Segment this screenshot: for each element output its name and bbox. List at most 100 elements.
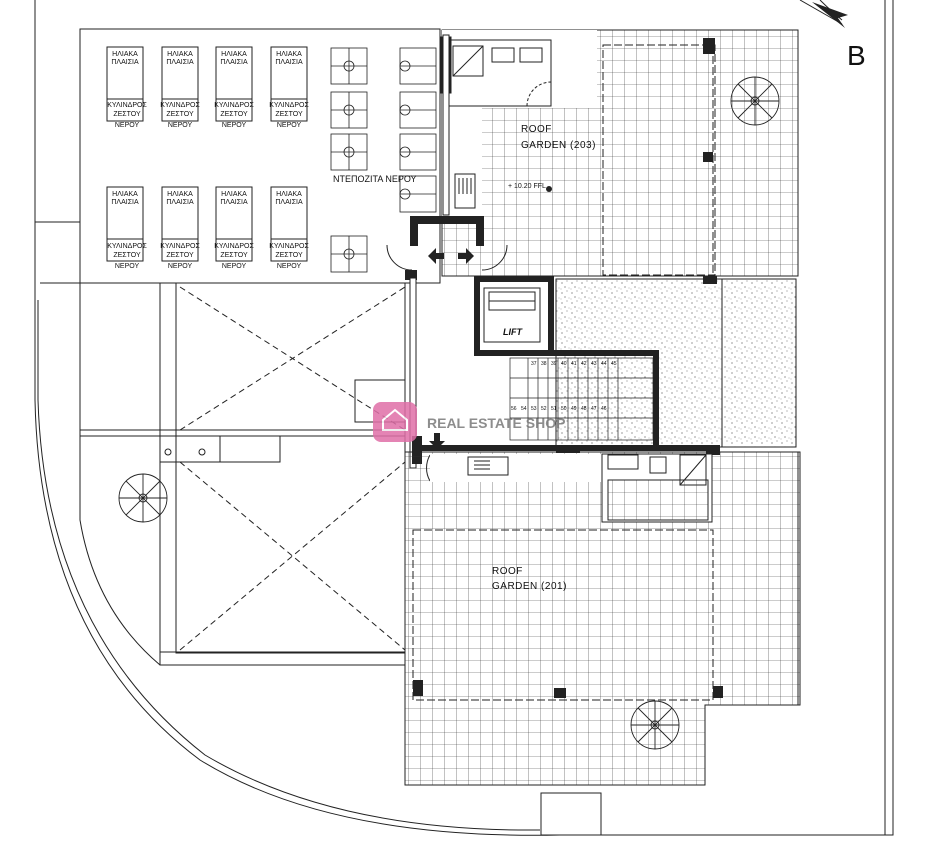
level-marker-icon xyxy=(546,186,552,192)
svg-text:ΗΛΙΑΚΑ: ΗΛΙΑΚΑ xyxy=(112,191,138,198)
svg-text:ΠΛΑΙΣΙΑ: ΠΛΑΙΣΙΑ xyxy=(111,199,139,206)
svg-text:ΚΥΛΙΝΔΡΟΣ: ΚΥΛΙΝΔΡΟΣ xyxy=(107,102,147,109)
svg-text:ΗΛΙΑΚΑ: ΗΛΙΑΚΑ xyxy=(167,191,193,198)
svg-text:49: 49 xyxy=(571,406,577,412)
svg-text:ΖΕΣΤΟΥ: ΖΕΣΤΟΥ xyxy=(113,252,141,259)
svg-text:ΠΛΑΙΣΙΑ: ΠΛΑΙΣΙΑ xyxy=(220,199,248,206)
svg-text:ΝΕΡΟΥ: ΝΕΡΟΥ xyxy=(115,263,140,270)
svg-text:ΗΛΙΑΚΑ: ΗΛΙΑΚΑ xyxy=(276,51,302,58)
svg-text:ΗΛΙΑΚΑ: ΗΛΙΑΚΑ xyxy=(112,51,138,58)
svg-text:ΝΕΡΟΥ: ΝΕΡΟΥ xyxy=(222,122,247,129)
svg-text:ΗΛΙΑΚΑ: ΗΛΙΑΚΑ xyxy=(221,191,247,198)
solar-panel: ΗΛΙΑΚΑ ΠΛΑΙΣΙΑ ΚΥΛΙΝΔΡΟΣ ΖΕΣΤΟΥ ΝΕΡΟΥ xyxy=(160,186,200,270)
roof-garden-201-line2: GARDEN (201) xyxy=(492,581,567,592)
svg-text:ΖΕΣΤΟΥ: ΖΕΣΤΟΥ xyxy=(220,252,248,259)
svg-text:50: 50 xyxy=(561,406,567,412)
wc-201 xyxy=(607,454,709,521)
svg-text:ΖΕΣΤΟΥ: ΖΕΣΤΟΥ xyxy=(275,252,303,259)
misc-outlines xyxy=(160,379,799,836)
svg-text:54: 54 xyxy=(521,406,527,412)
solar-panel: ΗΛΙΑΚΑ ΠΛΑΙΣΙΑ ΚΥΛΙΝΔΡΟΣ ΖΕΣΤΟΥ ΝΕΡΟΥ xyxy=(214,46,254,129)
lift-label: LIFT xyxy=(503,327,523,337)
svg-text:ΖΕΣΤΟΥ: ΖΕΣΤΟΥ xyxy=(113,111,141,118)
svg-text:ΝΕΡΟΥ: ΝΕΡΟΥ xyxy=(168,263,193,270)
solar-panel: ΗΛΙΑΚΑ ΠΛΑΙΣΙΑ ΚΥΛΙΝΔΡΟΣ ΖΕΣΤΟΥ ΝΕΡΟΥ xyxy=(160,46,200,129)
svg-text:ΠΛΑΙΣΙΑ: ΠΛΑΙΣΙΑ xyxy=(166,199,194,206)
svg-text:ΗΛΙΑΚΑ: ΗΛΙΑΚΑ xyxy=(167,51,193,58)
svg-text:ΝΕΡΟΥ: ΝΕΡΟΥ xyxy=(168,122,193,129)
roof-garden-203-line2: GARDEN (203) xyxy=(521,140,596,151)
water-tanks xyxy=(330,47,437,273)
svg-text:ΚΥΛΙΝΔΡΟΣ: ΚΥΛΙΝΔΡΟΣ xyxy=(269,102,309,109)
svg-text:37: 37 xyxy=(531,361,537,367)
svg-text:ΚΥΛΙΝΔΡΟΣ: ΚΥΛΙΝΔΡΟΣ xyxy=(107,243,147,250)
svg-text:ΠΛΑΙΣΙΑ: ΠΛΑΙΣΙΑ xyxy=(275,199,303,206)
solar-panel: ΗΛΙΑΚΑ ΠΛΑΙΣΙΑ ΚΥΛΙΝΔΡΟΣ ΖΕΣΤΟΥ ΝΕΡΟΥ xyxy=(269,46,309,129)
watermark-text: REAL ESTATE SHOP xyxy=(427,415,565,431)
svg-text:ΠΛΑΙΣΙΑ: ΠΛΑΙΣΙΑ xyxy=(220,59,248,66)
svg-text:52: 52 xyxy=(541,406,547,412)
svg-text:ΝΕΡΟΥ: ΝΕΡΟΥ xyxy=(277,122,302,129)
svg-text:ΝΕΡΟΥ: ΝΕΡΟΥ xyxy=(115,122,140,129)
watermark: REAL ESTATE SHOP xyxy=(373,402,565,442)
svg-text:42: 42 xyxy=(581,361,587,367)
svg-text:44: 44 xyxy=(601,361,607,367)
roof-garden-203-line1: ROOF xyxy=(521,124,552,135)
svg-text:ΠΛΑΙΣΙΑ: ΠΛΑΙΣΙΑ xyxy=(275,59,303,66)
north-arrow-icon xyxy=(799,0,848,28)
svg-text:41: 41 xyxy=(571,361,577,367)
solar-panels-row-2: ΗΛΙΑΚΑ ΠΛΑΙΣΙΑ ΚΥΛΙΝΔΡΟΣ ΖΕΣΤΟΥ ΝΕΡΟΥ ΗΛ… xyxy=(106,186,309,270)
svg-text:38: 38 xyxy=(541,361,547,367)
compass-label: B xyxy=(847,40,866,71)
svg-text:ΖΕΣΤΟΥ: ΖΕΣΤΟΥ xyxy=(220,111,248,118)
svg-text:ΝΕΡΟΥ: ΝΕΡΟΥ xyxy=(222,263,247,270)
roof-garden-201-line1: ROOF xyxy=(492,566,523,577)
svg-text:ΚΥΛΙΝΔΡΟΣ: ΚΥΛΙΝΔΡΟΣ xyxy=(160,102,200,109)
svg-text:ΚΥΛΙΝΔΡΟΣ: ΚΥΛΙΝΔΡΟΣ xyxy=(269,243,309,250)
svg-text:48: 48 xyxy=(581,406,587,412)
kitchenette xyxy=(467,456,509,476)
svg-text:ΠΛΑΙΣΙΑ: ΠΛΑΙΣΙΑ xyxy=(166,59,194,66)
svg-text:ΖΕΣΤΟΥ: ΖΕΣΤΟΥ xyxy=(166,111,194,118)
level-marker: + 10.20 FFL xyxy=(508,183,546,190)
main-staircase xyxy=(509,357,654,441)
svg-text:ΠΛΑΙΣΙΑ: ΠΛΑΙΣΙΑ xyxy=(111,59,139,66)
svg-text:45: 45 xyxy=(611,361,617,367)
gravel-terrace-inner xyxy=(555,278,723,448)
solar-panel: ΗΛΙΑΚΑ ΠΛΑΙΣΙΑ ΚΥΛΙΝΔΡΟΣ ΖΕΣΤΟΥ ΝΕΡΟΥ xyxy=(106,186,147,270)
svg-text:ΚΥΛΙΝΔΡΟΣ: ΚΥΛΙΝΔΡΟΣ xyxy=(214,102,254,109)
solar-panels-row-1: ΗΛΙΑΚΑ ΠΛΑΙΣΙΑ ΚΥΛΙΝΔΡΟΣ ΖΕΣΤΟΥ ΝΕΡΟΥ ΗΛ… xyxy=(106,46,309,129)
house-icon xyxy=(382,408,408,431)
roof-garden-201 xyxy=(404,451,801,786)
svg-text:51: 51 xyxy=(551,406,557,412)
door-arrow-icons xyxy=(428,248,474,449)
svg-text:ΚΥΛΙΝΔΡΟΣ: ΚΥΛΙΝΔΡΟΣ xyxy=(214,243,254,250)
roof-garden-203 xyxy=(441,29,799,277)
svg-text:ΚΥΛΙΝΔΡΟΣ: ΚΥΛΙΝΔΡΟΣ xyxy=(160,243,200,250)
svg-text:ΗΛΙΑΚΑ: ΗΛΙΑΚΑ xyxy=(221,51,247,58)
stair-step-numbers: 37 38 39 40 41 42 43 44 45 56 54 53 52 5… xyxy=(511,361,617,412)
heater-unit xyxy=(454,173,476,209)
svg-text:56: 56 xyxy=(511,406,517,412)
svg-text:53: 53 xyxy=(531,406,537,412)
svg-text:39: 39 xyxy=(551,361,557,367)
void-area xyxy=(79,282,406,666)
svg-text:ΗΛΙΑΚΑ: ΗΛΙΑΚΑ xyxy=(276,191,302,198)
core-walls xyxy=(405,34,720,469)
svg-text:ΝΕΡΟΥ: ΝΕΡΟΥ xyxy=(277,263,302,270)
tanks-label: ΝΤΕΠΟΖΙΤΑ ΝΕΡΟΥ xyxy=(333,174,417,184)
gravel-terrace-outer xyxy=(721,278,797,448)
svg-text:43: 43 xyxy=(591,361,597,367)
solar-panel: ΗΛΙΑΚΑ ΠΛΑΙΣΙΑ ΚΥΛΙΝΔΡΟΣ ΖΕΣΤΟΥ ΝΕΡΟΥ xyxy=(269,186,309,270)
site-boundary xyxy=(34,0,894,836)
svg-text:47: 47 xyxy=(591,406,597,412)
spiral-stair-left xyxy=(118,473,168,523)
svg-text:ΖΕΣΤΟΥ: ΖΕΣΤΟΥ xyxy=(275,111,303,118)
svg-text:40: 40 xyxy=(561,361,567,367)
svg-text:ΖΕΣΤΟΥ: ΖΕΣΤΟΥ xyxy=(166,252,194,259)
solar-panel: ΗΛΙΑΚΑ ΠΛΑΙΣΙΑ ΚΥΛΙΝΔΡΟΣ ΖΕΣΤΟΥ ΝΕΡΟΥ xyxy=(106,46,147,129)
solar-panel: ΗΛΙΑΚΑ ΠΛΑΙΣΙΑ ΚΥΛΙΝΔΡΟΣ ΖΕΣΤΟΥ ΝΕΡΟΥ xyxy=(214,186,254,270)
svg-text:46: 46 xyxy=(601,406,607,412)
lift xyxy=(483,287,541,343)
